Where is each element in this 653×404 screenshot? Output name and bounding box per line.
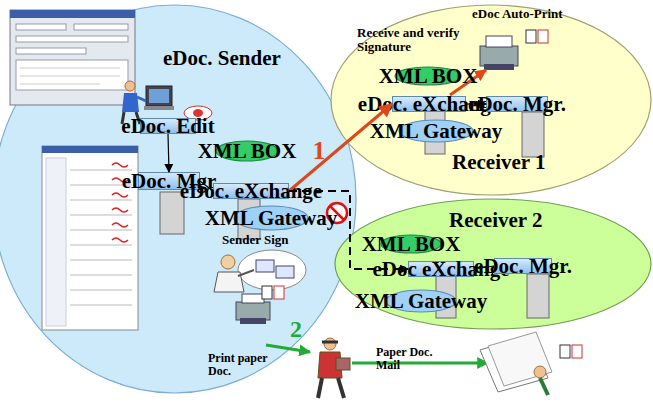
ellipse-shape: [335, 199, 651, 329]
callout-number: 2: [290, 316, 320, 342]
zone-title: Receiver 2: [449, 208, 542, 233]
gateway-ellipse: XML Gateway: [385, 289, 457, 313]
node-label: eDoc. Edit: [121, 114, 214, 139]
gateway-ellipse: XML Gateway: [233, 205, 309, 231]
process-box: eDoc. eXchange: [213, 183, 289, 199]
process-box: eDoc. eXchange: [392, 96, 466, 112]
ellipse-shape: [331, 5, 651, 195]
xml-box-ellipse: XML BOX: [380, 234, 442, 254]
sender-zone: eDoc. EditeDoc. MgrXML BOXeDoc. eXchange…: [0, 4, 357, 394]
ellipse-shape: [0, 5, 356, 393]
xml-box-ellipse: XML BOX: [215, 140, 279, 162]
note-label: Receive and verify Signature: [357, 26, 482, 55]
device-label: eDoc Auto-Print: [472, 7, 612, 21]
node-label: XML Gateway: [370, 119, 502, 144]
node-label: XML BOX: [362, 232, 461, 257]
step-label: Print paper Doc.: [208, 352, 288, 378]
zone-title: Receiver 1: [452, 150, 545, 175]
process-box: eDoc eXchange: [408, 261, 474, 277]
node-label: XML BOX: [379, 64, 478, 89]
step-label: Paper Doc. Mail: [376, 346, 456, 372]
document-icon: [560, 345, 582, 358]
callout-number: 1: [313, 136, 326, 166]
receiver-zone: XML BOX eDoc eXchange eDoc. Mgr. XML Gatewa…: [334, 198, 652, 330]
node-label: XML Gateway: [205, 206, 337, 231]
node-label: XML Gateway: [355, 289, 487, 314]
process-box: eDoc. Mgr.: [486, 96, 548, 112]
mail-arrow: [352, 362, 488, 365]
step-label: Sender Sign: [222, 233, 322, 247]
gateway-ellipse: XML Gateway: [398, 119, 474, 143]
node-label: XML BOX: [198, 139, 297, 164]
zone-title: eDoc. Sender: [163, 46, 281, 71]
postman: [318, 338, 350, 398]
node-label: eDoc. Mgr.: [474, 254, 572, 279]
paper-stack: [480, 332, 552, 395]
process-box: eDoc. Mgr.: [494, 258, 552, 274]
xml-box-ellipse: XML BOX: [394, 66, 462, 86]
process-box: eDoc. Edit: [140, 118, 196, 134]
node-label: eDoc. eXchange: [180, 179, 322, 204]
node-label: eDoc. Mgr.: [468, 92, 566, 117]
